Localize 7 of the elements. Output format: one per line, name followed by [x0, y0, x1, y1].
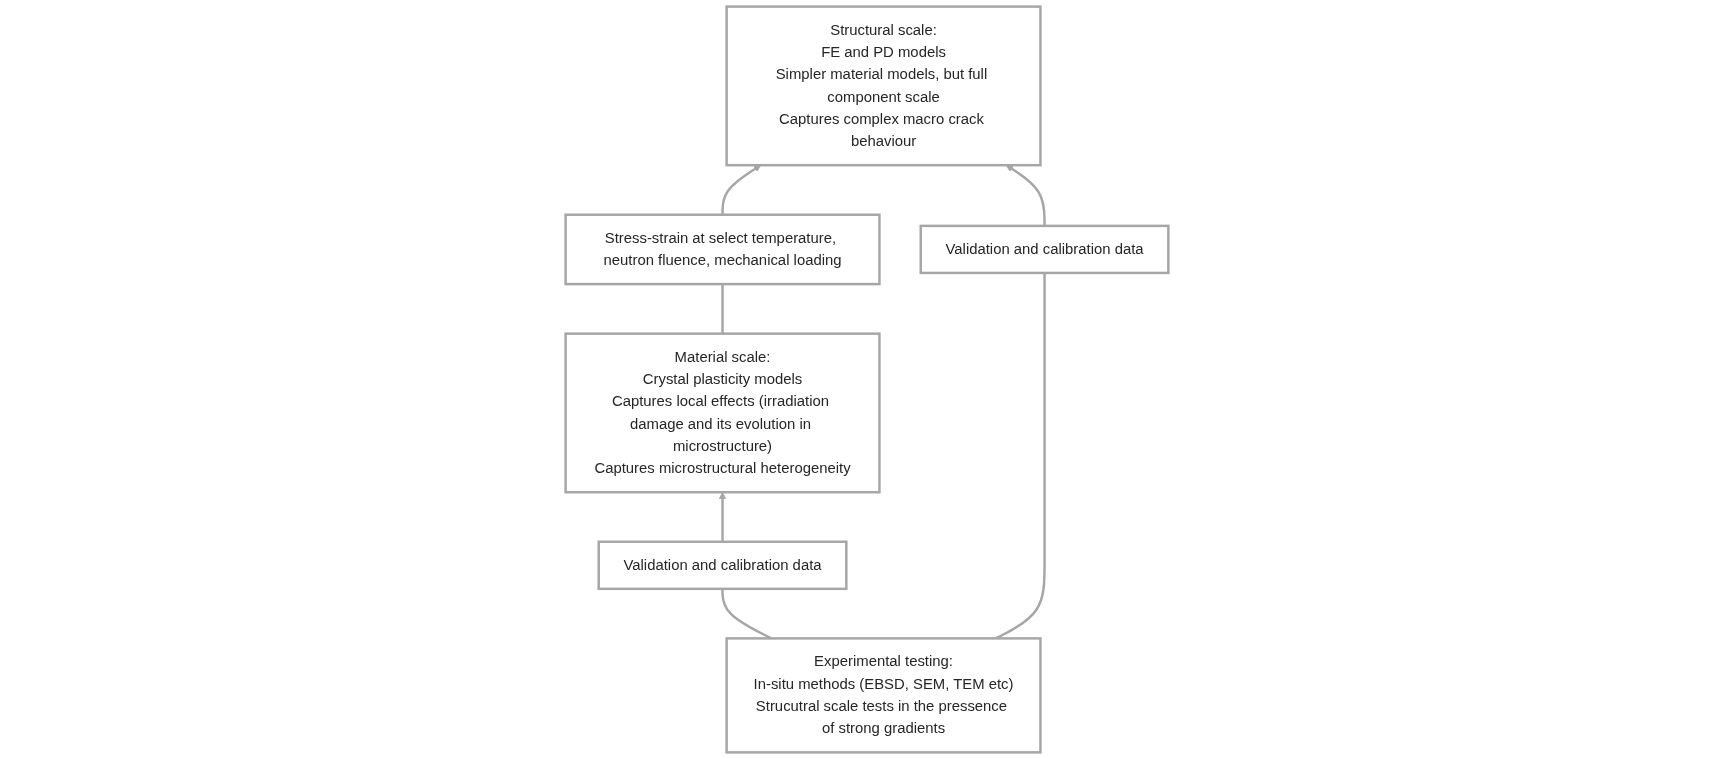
connector: [720, 284, 724, 334]
node-box: Validation and calibration data: [919, 224, 1170, 275]
node-box: Validation and calibration data: [597, 540, 848, 591]
node-box: Structural scale: FE and PD models Simpler material models, but full component scale Captures complex macro crack behaviour: [724, 5, 1042, 167]
node-box: Experimental testing: In-situ methods (EBSD, SEM, TEM etc) Strucutral scale tests in the pressence of strong gradients: [724, 637, 1042, 754]
node-box: Stress-strain at select temperature, neutron fluence, mechanical loading: [563, 213, 881, 286]
node-box: Material scale: Crystal plasticity models Captures local effects (irradiation damage and its evolution in microstructure) Captures microstructural heterogeneity: [563, 332, 881, 494]
